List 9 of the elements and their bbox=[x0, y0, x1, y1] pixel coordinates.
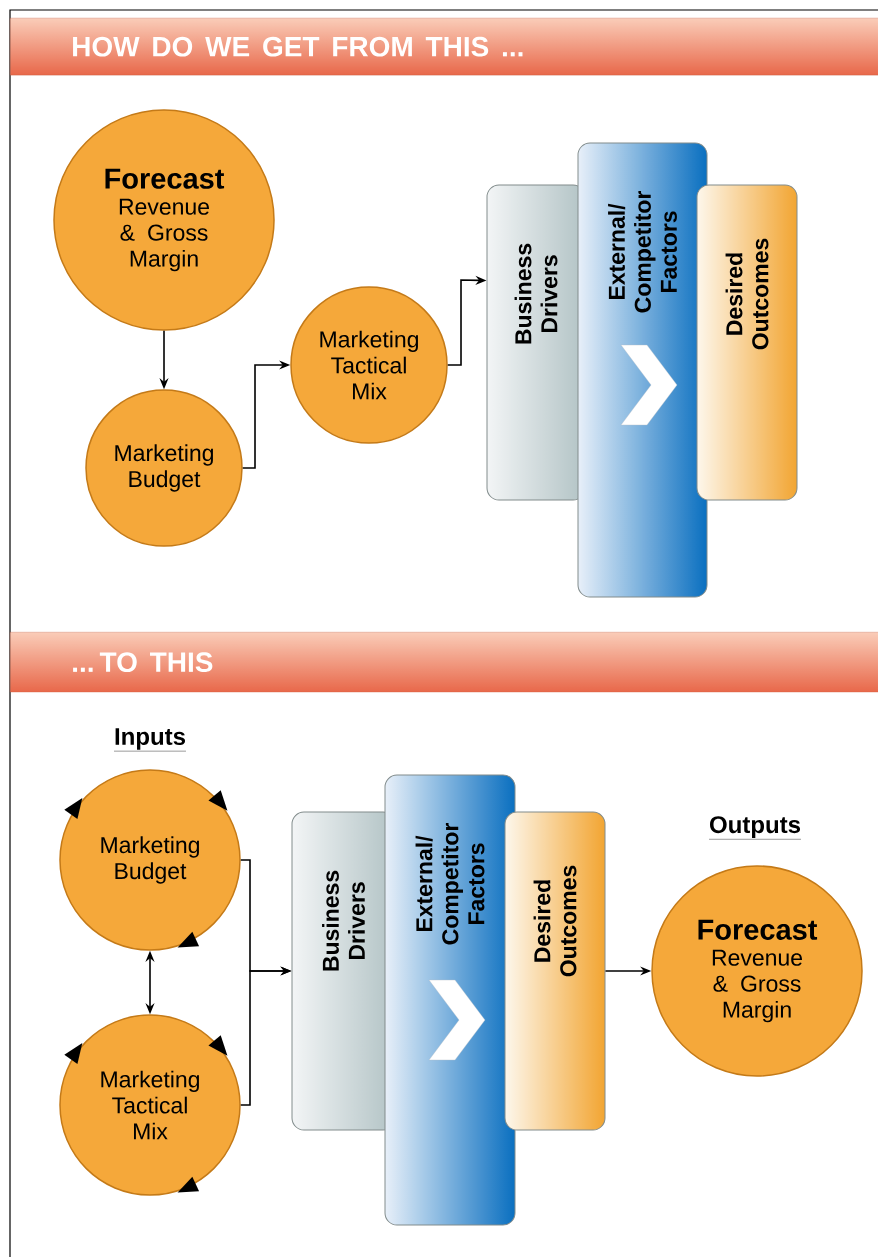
vertical-bar: External/ Competitor Factors bbox=[577, 142, 708, 598]
vertical-bar: Desired Outcomes bbox=[696, 184, 798, 501]
vertical-bar: External/ Competitor Factors bbox=[384, 774, 516, 1226]
vertical-bar: Desired Outcomes bbox=[504, 811, 606, 1131]
section-label: Inputs bbox=[113, 728, 187, 752]
header-band: ... TO THIS bbox=[10, 632, 878, 693]
header-band: HOW DO WE GET FROM THIS ... bbox=[10, 18, 878, 76]
vertical-bar: Business Drivers bbox=[486, 184, 586, 501]
section-label: Outputs bbox=[708, 816, 802, 840]
